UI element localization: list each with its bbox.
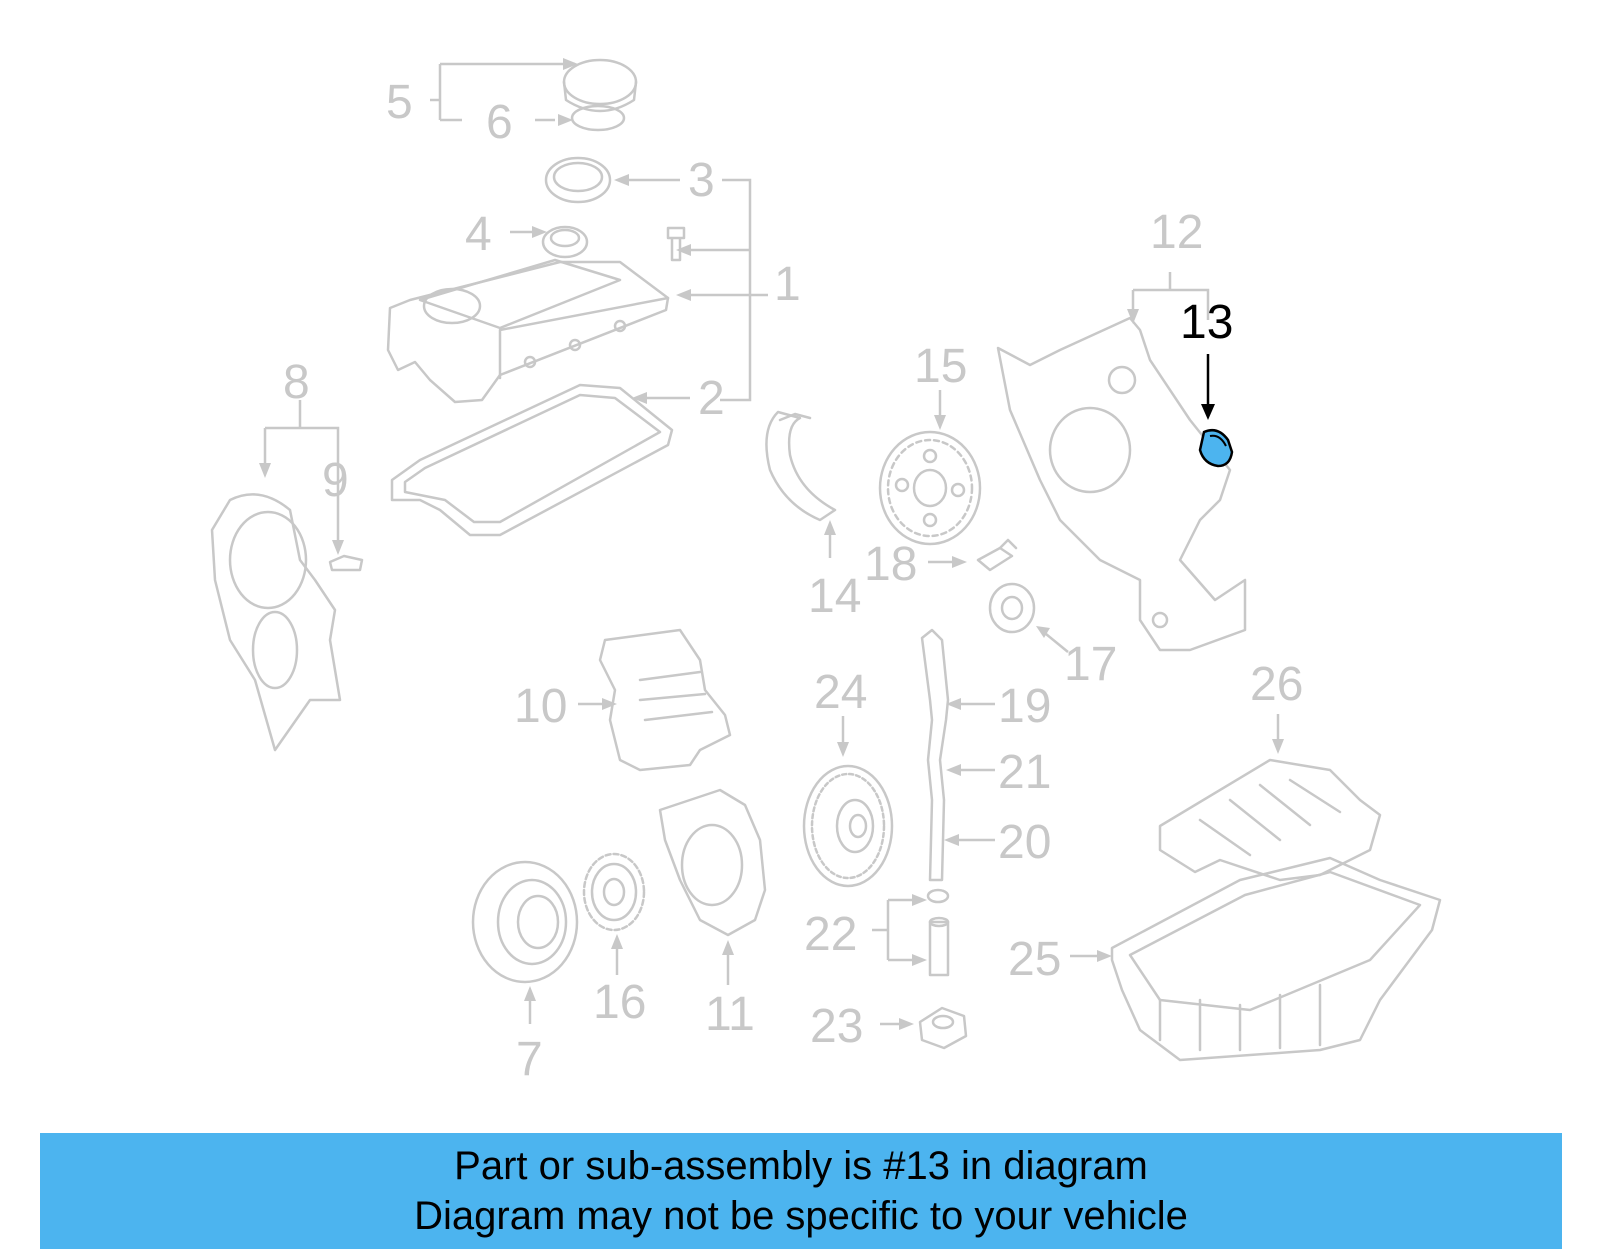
callout-3: 3 [688,154,715,207]
callout-11: 11 [705,988,755,1041]
oil-filler-cap [562,58,638,132]
callout-16: 16 [593,976,646,1029]
timing-belt [765,410,837,522]
seal-ring [544,156,612,204]
flywheel [802,764,894,888]
timing-belt-cover-front [210,493,342,752]
part-13-highlighted-seal[interactable] [1198,429,1234,468]
dipstick-and-tube [920,628,950,977]
callout-13: 13 [1180,296,1233,349]
inner-timing-cover [658,788,767,937]
callout-19: 19 [998,680,1051,733]
rear-cover-panel [598,628,732,772]
callout-20: 20 [998,816,1051,869]
callout-15: 15 [914,340,967,393]
parts-diagram: 5 6 3 1 4 2 [210,58,1442,1086]
valve-cover [386,258,670,404]
callout-18: 18 [864,538,917,591]
callout-2: 2 [698,372,725,425]
callout-17: 17 [1064,638,1117,691]
idler-pulley [988,582,1036,634]
callout-22: 22 [804,908,857,961]
camshaft-sprocket [878,430,982,546]
callout-6: 6 [486,96,513,149]
callout-8: 8 [283,356,310,409]
sensor [976,538,1018,572]
banner-line-1: Part or sub-assembly is #13 in diagram [454,1144,1148,1188]
valve-cover-gasket [390,383,674,537]
oil-pan-baffle [1158,758,1382,882]
callout-21: 21 [998,746,1051,799]
callout-23: 23 [810,1000,863,1053]
callout-9: 9 [322,454,349,507]
callout-7: 7 [516,1033,543,1086]
drain-plug [918,1006,968,1050]
callout-24: 24 [814,666,867,719]
crankshaft-sprocket [582,852,646,932]
callout-10: 10 [514,680,567,733]
callout-25: 25 [1008,933,1061,986]
callout-4: 4 [465,208,492,261]
timing-belt-cover-rear [996,316,1247,652]
cover-bolt [666,226,686,262]
cover-plug [541,225,589,259]
callout-5: 5 [386,76,413,129]
callout-14: 14 [808,570,861,623]
callout-26: 26 [1250,658,1303,711]
banner-line-2: Diagram may not be specific to your vehi… [414,1194,1188,1238]
info-banner: Part or sub-assembly is #13 in diagram D… [40,1133,1562,1249]
oil-pan [1110,856,1442,1062]
callout-1: 1 [774,258,801,311]
callout-12: 12 [1150,206,1203,259]
crankshaft-pulley [471,860,579,984]
